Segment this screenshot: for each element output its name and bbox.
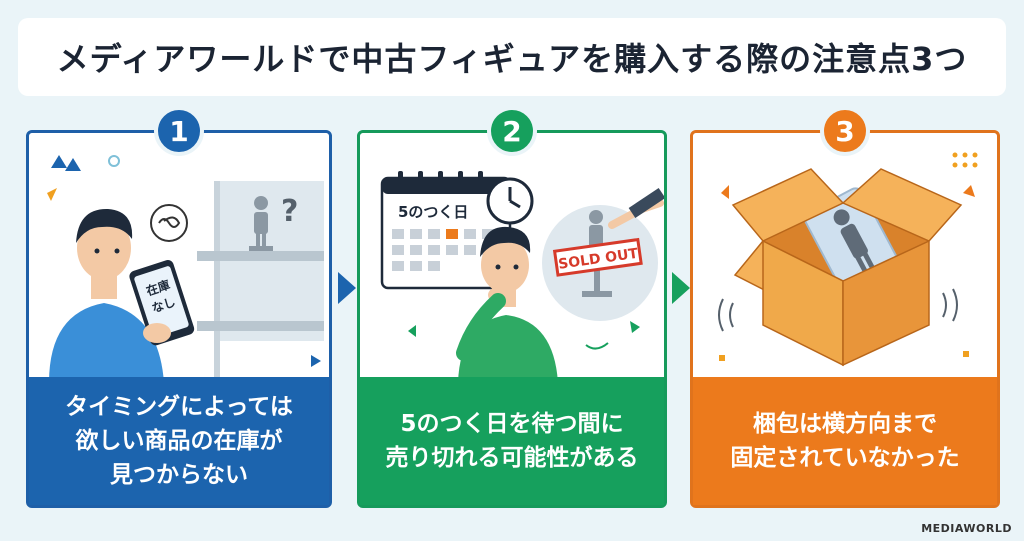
question-mark: ? — [281, 194, 298, 229]
card-3-caption: 梱包は横方向まで 固定されていなかった — [693, 377, 997, 505]
caption-line: 固定されていなかった — [730, 445, 960, 471]
caption-line: 売り切れる可能性がある — [385, 445, 639, 471]
calendar-label: 5のつく日 — [398, 203, 468, 221]
page-title: メディアワールドで中古フィギュアを購入する際の注意点3つ — [56, 40, 968, 78]
caption-line: タイミングによっては — [65, 394, 293, 420]
phone-text-line-1: 在庫 — [144, 277, 171, 299]
step-badge-3: 3 — [820, 106, 870, 156]
caption-line: 5のつく日を待つ間に — [400, 411, 624, 437]
arrow-right-icon — [672, 272, 690, 304]
caption-line: 欲しい商品の在庫が — [75, 428, 283, 454]
step-badge-2: 2 — [487, 106, 537, 156]
step-badge-1: 1 — [154, 106, 204, 156]
caption-line: 梱包は横方向まで — [753, 411, 937, 437]
card-1-illustration: ? 在庫 なし — [29, 133, 329, 383]
card-1: ? 在庫 なし タイミングによっては 欲しい商品の在庫が 見つからない — [26, 130, 332, 508]
card-3-illustration — [693, 133, 997, 383]
card-1-caption: タイミングによっては 欲しい商品の在庫が 見つからない — [29, 377, 329, 505]
card-3: 梱包は横方向まで 固定されていなかった — [690, 130, 1000, 508]
arrow-right-icon — [338, 272, 356, 304]
card-2-caption: 5のつく日を待つ間に 売り切れる可能性がある — [360, 377, 664, 505]
caption-line: 見つからない — [110, 462, 248, 488]
title-bar: メディアワールドで中古フィギュアを購入する際の注意点3つ — [18, 18, 1006, 96]
card-2: 5のつく日 SOLD O — [357, 130, 667, 508]
brand-logo: MEDIAWORLD — [921, 522, 1012, 535]
card-2-illustration: 5のつく日 SOLD O — [360, 133, 664, 383]
